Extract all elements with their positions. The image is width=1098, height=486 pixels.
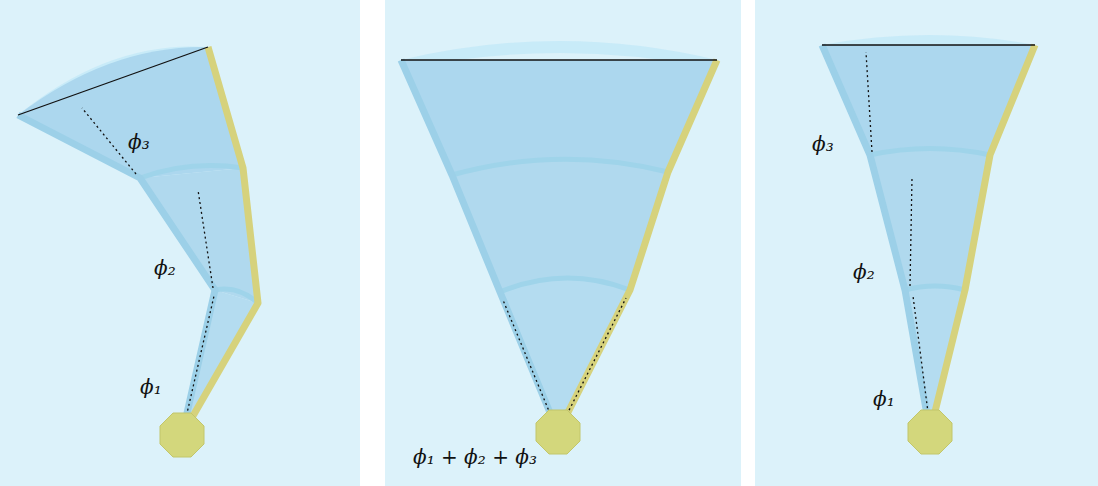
joint-ring: [905, 286, 965, 290]
chord-line: [401, 59, 717, 60]
joint-ring: [500, 278, 630, 292]
dotted-axis: [910, 178, 912, 286]
angle-label: ϕ₃: [812, 134, 834, 154]
panel-background: [755, 0, 1098, 486]
right-edge: [930, 45, 1035, 432]
base-joint: [536, 410, 580, 454]
fan-arm: [401, 41, 717, 454]
right-edge: [182, 47, 258, 435]
angle-label: ϕ₃: [128, 132, 150, 152]
left-edge: [822, 45, 930, 432]
segment-1: [500, 278, 630, 432]
panel-background: [0, 0, 360, 486]
dotted-axis: [82, 108, 136, 174]
segment-3: [401, 60, 717, 175]
angle-label: ϕ₂: [853, 262, 875, 282]
left-edge: [18, 115, 215, 435]
angle-label: ϕ₂: [154, 258, 176, 278]
panel-background: [385, 0, 741, 486]
segment-2: [140, 168, 258, 303]
angle-label: ϕ₁: [140, 377, 162, 397]
joint-ring: [140, 166, 243, 178]
joint-ring: [215, 289, 258, 303]
chord-line: [18, 47, 208, 115]
base-joint: [908, 410, 952, 454]
dotted-axis: [560, 298, 626, 428]
right-edge: [558, 60, 717, 432]
left-edge: [401, 60, 558, 432]
joint-ring: [870, 149, 990, 156]
dotted-axis: [503, 300, 556, 428]
dotted-axis: [198, 190, 213, 288]
chord-line: [822, 44, 1035, 45]
straight-arm: [822, 35, 1035, 454]
dotted-axis: [913, 296, 930, 428]
segment-3: [18, 47, 243, 178]
joint-ring: [452, 159, 668, 175]
bent-arm: [18, 46, 258, 457]
angle-sum-label: ϕ₁ + ϕ₂ + ϕ₃: [413, 447, 537, 467]
angle-label: ϕ₁: [873, 389, 895, 409]
base-joint: [160, 413, 204, 457]
dotted-axis: [866, 52, 872, 152]
segment-3: [822, 45, 1035, 155]
